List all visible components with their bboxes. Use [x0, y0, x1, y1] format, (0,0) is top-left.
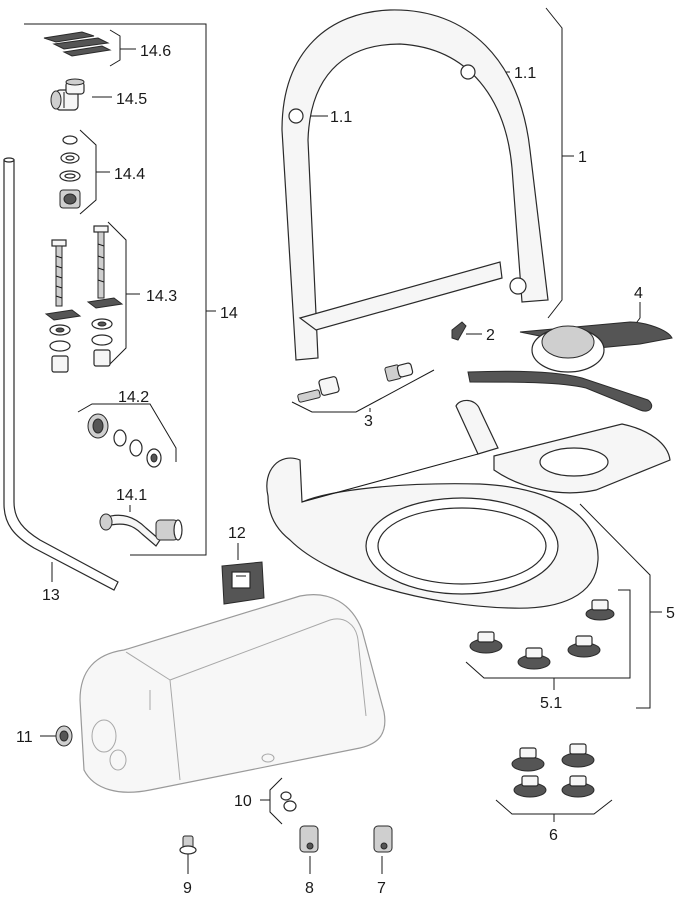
sensor-part-7	[373, 825, 393, 853]
label-14-6: 14.6	[140, 43, 171, 60]
label-5: 5	[666, 605, 675, 622]
label-1-1-left: 1.1	[330, 109, 352, 126]
label-9: 9	[183, 880, 192, 897]
adhesive-pads-part	[43, 31, 112, 57]
label-13: 13	[42, 587, 60, 604]
seat-buffers-part-5-1	[469, 599, 615, 670]
label-5-1: 5.1	[540, 695, 562, 712]
label-14-4: 14.4	[114, 166, 145, 183]
label-6: 6	[549, 827, 558, 844]
clip-part	[451, 321, 467, 341]
valve-part	[179, 835, 197, 855]
label-10: 10	[234, 793, 252, 810]
label-7: 7	[377, 880, 386, 897]
knurled-nut-part	[55, 725, 73, 747]
label-8: 8	[305, 880, 314, 897]
label-11: 11	[16, 729, 33, 746]
hinge-pins-part	[297, 362, 414, 403]
connection-hose-part	[99, 513, 183, 547]
seat-buffers-part-6	[511, 743, 595, 798]
o-rings-part	[280, 791, 297, 812]
label-14-2: 14.2	[118, 389, 149, 406]
drip-tray-part	[493, 423, 671, 494]
leader-lines	[24, 7, 662, 874]
label-1: 1	[578, 149, 587, 166]
label-4: 4	[634, 285, 643, 302]
remote-control-holder-part	[221, 561, 265, 605]
label-3: 3	[364, 413, 373, 430]
label-2: 2	[486, 327, 495, 344]
sealing-rings-part	[59, 135, 81, 209]
compression-fitting-part	[87, 413, 162, 468]
label-14: 14	[220, 305, 238, 322]
water-supply-tube-part	[3, 157, 119, 591]
callout-labels: 14.6 14.5 14.4 14.3 14 14.2 14.1 13 12 1…	[16, 43, 675, 897]
sensor-part-8	[299, 825, 319, 853]
label-14-1: 14.1	[116, 487, 147, 504]
fixing-bolts-part	[44, 225, 124, 373]
label-14-3: 14.3	[146, 288, 177, 305]
label-14-5: 14.5	[116, 91, 147, 108]
washer-unit-part	[79, 594, 386, 793]
seat-lid-part	[281, 9, 549, 361]
elbow-fitting-part	[50, 78, 85, 111]
mounting-plate-part	[467, 321, 673, 412]
label-12: 12	[228, 525, 246, 542]
label-1-1-right: 1.1	[514, 65, 536, 82]
seat-ring-part	[266, 399, 599, 609]
